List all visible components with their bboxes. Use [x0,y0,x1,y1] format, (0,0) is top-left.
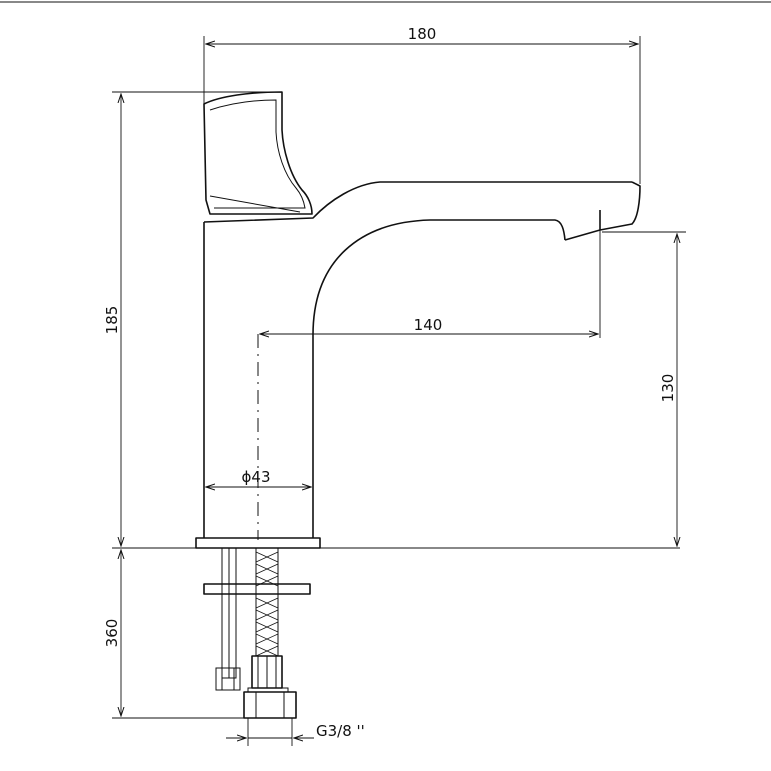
faucet-body [195,181,641,549]
dimension-total-width: 180 [203,25,641,184]
dim-label-185: 185 [103,306,121,335]
dim-label-thread: G3/8 '' [316,722,365,740]
dimension-body-diameter: ϕ43 [206,468,311,487]
dim-label-180: 180 [408,25,437,43]
hose-braid [255,551,279,657]
connection-assembly [203,547,311,719]
dim-label-130: 130 [659,374,677,403]
handle [203,91,313,215]
dim-label-360: 360 [103,619,121,648]
dim-label-140: 140 [414,316,443,334]
dimension-spout-reach: 140 [260,228,601,338]
dim-label-diameter: ϕ43 [242,468,271,486]
dimension-total-height: 185 [103,91,680,549]
dimension-hose-length: 360 [103,550,244,719]
dimension-spout-height: 130 [602,231,686,546]
dimension-thread: G3/8 '' [226,718,365,746]
